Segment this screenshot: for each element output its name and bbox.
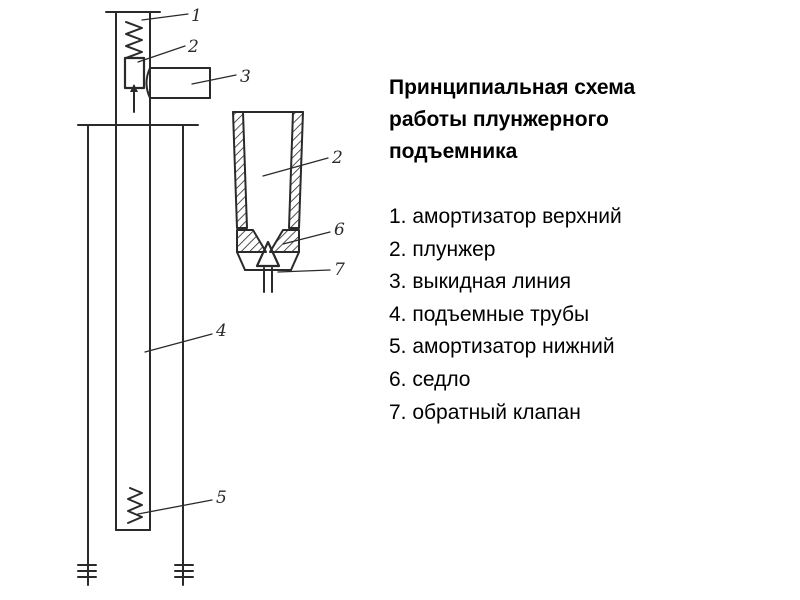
callout-7: 7 xyxy=(334,260,345,280)
callout-5: 5 xyxy=(216,488,227,508)
legend-item-lower-absorber: 5. амортизатор нижний xyxy=(389,335,615,359)
callout-2: 2 xyxy=(187,37,199,57)
callout-4: 4 xyxy=(215,321,227,341)
legend-panel: Принципиальная схема работы плунжерного … xyxy=(389,72,789,429)
flow-line xyxy=(145,67,211,99)
callout-1: 1 xyxy=(191,6,202,26)
legend-item-lifting-tubing: 4. подъемные трубы xyxy=(389,302,590,326)
check-valve xyxy=(255,240,281,268)
casing xyxy=(77,124,199,586)
seat xyxy=(236,229,267,253)
title-line: подъемника xyxy=(389,140,518,163)
legend-item-upper-absorber: 1. амортизатор верхний xyxy=(389,205,622,228)
leader-lines xyxy=(137,13,331,515)
legend-item-check-valve: 7. обратный клапан xyxy=(389,400,581,424)
callout-3: 3 xyxy=(240,67,251,87)
plunger-detail xyxy=(232,111,304,293)
title-line: работы плунжерного xyxy=(389,108,609,131)
callout-6: 6 xyxy=(334,220,345,240)
title-line: Принципиальная схема xyxy=(389,76,636,99)
legend-item-flow-line: 3. выкидная линия xyxy=(389,270,571,294)
legend-item-seat: 6. седло xyxy=(389,367,471,391)
upper-absorber-spring xyxy=(125,21,143,59)
diagram-title: Принципиальная схема работы плунжерного … xyxy=(389,72,789,168)
callout-2-detail: 2 xyxy=(331,148,343,168)
legend-item-plunger: 2. плунжер xyxy=(389,237,496,261)
legend-list: 1. амортизатор верхний 2. плунжер 3. вык… xyxy=(389,201,789,429)
lower-absorber-spring xyxy=(127,487,143,524)
plunger xyxy=(123,56,146,113)
